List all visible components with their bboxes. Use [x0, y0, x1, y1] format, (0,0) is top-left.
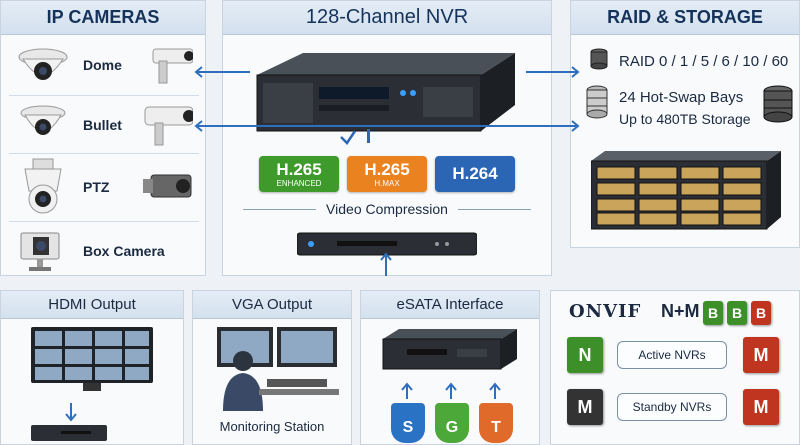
tag-letter: B	[755, 305, 767, 321]
monitoring-station-image	[217, 327, 339, 411]
m-letter: M	[577, 396, 593, 417]
raid-levels: RAID 0 / 1 / 5 / 6 / 10 / 60	[619, 53, 789, 70]
divider	[9, 153, 199, 154]
camera-item-dome: Dome	[13, 39, 193, 91]
codec-main: H.264	[452, 164, 498, 183]
standby-m-icon: M	[567, 389, 603, 425]
camera-label-box: Box Camera	[83, 243, 165, 259]
divider	[9, 95, 199, 96]
usb-drive-letter: T	[491, 419, 501, 436]
camera-label-dome: Dome	[83, 57, 122, 73]
camera-label-bullet: Bullet	[83, 117, 122, 133]
standby-m2-icon: M	[743, 389, 779, 425]
nvr-small-image	[31, 425, 107, 441]
onvif-logo: ONVIF	[569, 301, 642, 322]
check-icon	[340, 129, 370, 145]
raid-storage-panel: RAID & STORAGE RAID 0 / 1 / 5 / 6 / 10 /…	[570, 0, 800, 248]
hdmi-title: HDMI Output	[1, 291, 183, 319]
usb-drive-s-icon: S	[391, 403, 425, 443]
tag-b-icon: B	[751, 301, 771, 325]
codec-main: H.265	[364, 159, 410, 179]
usb-drive-g-icon: G	[435, 403, 469, 443]
active-n-icon: N	[567, 337, 603, 373]
usb-drive-letter: G	[445, 419, 459, 436]
n-letter: N	[578, 344, 592, 365]
esata-title: eSATA Interface	[361, 291, 539, 319]
nvr-device-image	[256, 53, 515, 132]
raid-title: RAID & STORAGE	[571, 1, 799, 35]
vga-output-panel: VGA Output Monitoring Station	[192, 290, 352, 445]
ip-cameras-panel: IP CAMERAS Dome Bullet	[0, 0, 206, 276]
box-camera-icon	[20, 232, 60, 271]
usb-drive-t-icon: T	[479, 403, 513, 443]
monitor-wall-image	[31, 327, 153, 391]
monitoring-station-label: Monitoring Station	[219, 419, 325, 434]
vga-title: VGA Output	[193, 291, 351, 319]
nvr-panel: 128-Channel NVR H.265 ENHANCED H.265 H.M…	[222, 0, 552, 276]
tag-letter: B	[707, 305, 719, 321]
ptz-camera-icon	[24, 158, 192, 214]
redundancy-panel: ONVIF N+M B B B N Active NVRs M M Standb…	[550, 290, 800, 445]
m-letter: M	[753, 396, 769, 417]
active-nvrs-text: Active NVRs	[638, 348, 706, 362]
active-m-icon: M	[743, 337, 779, 373]
codec-sub: H.MAX	[374, 178, 400, 188]
up-arrows-icon	[401, 382, 501, 399]
esata-drive-image	[382, 329, 517, 370]
nvr-title: 128-Channel NVR	[223, 1, 551, 35]
dome-camera-icon	[18, 48, 193, 84]
compression-row: Video Compression	[243, 199, 532, 219]
hot-swap-bays: 24 Hot-Swap Bays	[619, 89, 744, 106]
m-letter: M	[753, 344, 769, 365]
codec-sub: ENHANCED	[276, 178, 322, 188]
usb-drive-letter: S	[402, 419, 414, 436]
storage-capacity: Up to 480TB Storage	[619, 111, 751, 127]
esata-dock-image	[297, 232, 477, 256]
esata-panel: eSATA Interface S G T	[360, 290, 540, 445]
camera-label-ptz: PTZ	[83, 179, 110, 195]
camera-item-ptz: PTZ	[13, 157, 193, 217]
standby-nvrs-text: Standby NVRs	[632, 400, 712, 414]
down-arrow-icon	[65, 403, 77, 422]
active-nvrs-label: Active NVRs	[617, 341, 727, 369]
standby-nvrs-label: Standby NVRs	[617, 393, 727, 421]
camera-item-bullet: Bullet	[13, 99, 193, 151]
compression-label: Video Compression	[326, 201, 448, 217]
codec-h264: H.264	[435, 156, 515, 192]
tag-b-icon: B	[703, 301, 723, 325]
codec-h265-enhanced: H.265 ENHANCED	[259, 156, 339, 192]
hdmi-output-panel: HDMI Output	[0, 290, 184, 445]
storage-array-image	[591, 151, 781, 230]
ip-cameras-title: IP CAMERAS	[1, 1, 205, 35]
bullet-camera-icon	[20, 105, 193, 146]
storage-disk-icon	[763, 85, 793, 123]
database-icon	[586, 85, 608, 119]
n-plus-m-label: N+M	[661, 301, 700, 321]
codec-h265-hmax: H.265 H.MAX	[347, 156, 427, 192]
divider	[9, 221, 199, 222]
camera-item-box: Box Camera	[13, 225, 193, 277]
disk-icon	[590, 48, 608, 70]
tag-letter: B	[731, 305, 743, 321]
codec-main: H.265	[276, 159, 322, 179]
tag-b-icon: B	[727, 301, 747, 325]
